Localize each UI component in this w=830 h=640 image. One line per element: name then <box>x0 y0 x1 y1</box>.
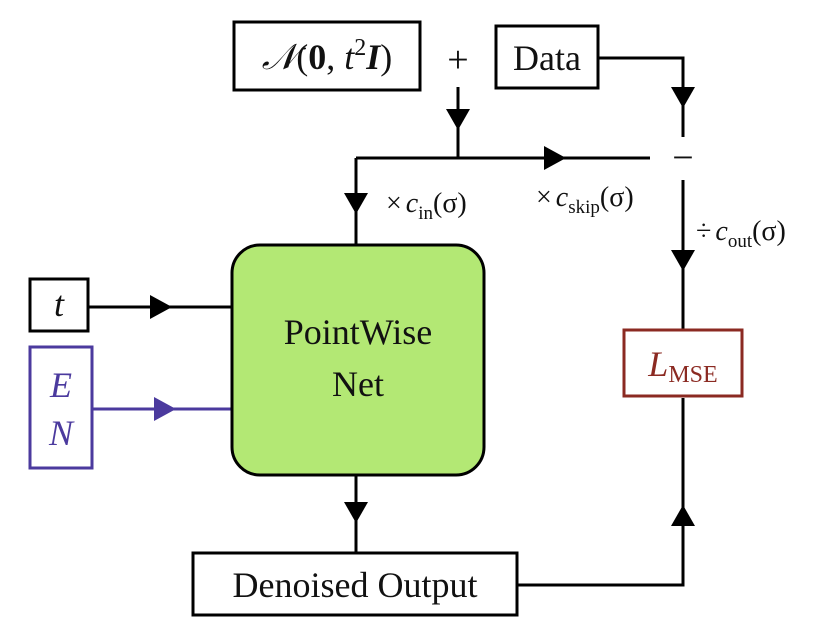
arrow-down-loss <box>671 250 695 271</box>
arrowheads <box>150 87 695 526</box>
data-box: Data <box>494 24 600 90</box>
mse-loss-label: LMSE <box>647 344 717 388</box>
output-label: Denoised Output <box>233 565 478 605</box>
time-input-box: t <box>28 277 90 333</box>
c-skip-label: ×cskip(σ) <box>536 182 634 218</box>
net-label-line2: Net <box>332 364 384 404</box>
arrow-right-t <box>150 295 172 319</box>
arrow-down-output <box>344 502 368 523</box>
arrow-right-en <box>154 397 176 421</box>
net-label-line1: PointWise <box>284 312 433 352</box>
plus-sign: + <box>447 39 468 81</box>
arrow-down-net-input <box>344 193 368 214</box>
minus-sign: − <box>672 137 693 179</box>
time-label: t <box>54 284 65 324</box>
noise-label: 𝒩(0, t2I) <box>262 35 393 77</box>
arrow-down-sum <box>446 109 470 130</box>
energy-label: E <box>49 365 72 405</box>
noise-distribution-box: 𝒩(0, t2I) <box>232 20 422 92</box>
c-out-label: ÷cout(σ) <box>696 216 786 252</box>
arrow-right-skip <box>544 146 566 170</box>
wire-data-down <box>598 56 685 137</box>
wire-output-to-loss <box>517 398 685 587</box>
arrow-down-data <box>671 87 695 108</box>
pointwise-net-block: PointWise Net <box>230 243 486 477</box>
n-label: N <box>48 413 75 453</box>
energy-input-box: E N <box>28 345 94 470</box>
data-label: Data <box>513 38 581 78</box>
denoised-output-box: Denoised Output <box>191 551 519 617</box>
mse-loss-box: LMSE <box>622 328 744 398</box>
arrow-up-loss <box>671 505 695 526</box>
c-in-label: ×cin(σ) <box>386 188 467 224</box>
